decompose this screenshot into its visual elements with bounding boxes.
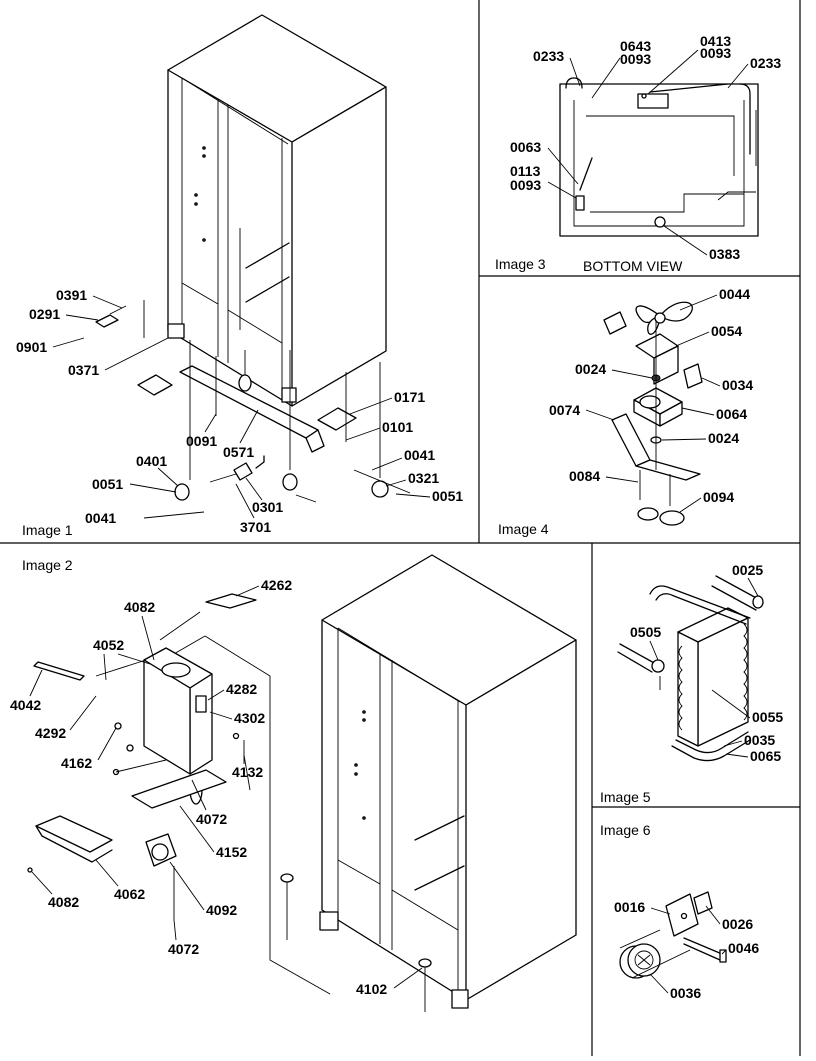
image2-title: Image 2 [22,557,73,573]
part-label: 0233 [533,48,564,64]
panel-titles: Image 1 Image 2 Image 3 BOTTOM VIEW Imag… [22,256,683,838]
part-label: 0055 [752,709,783,725]
image5-title: Image 5 [600,789,651,805]
part-label: 4282 [226,681,257,697]
part-label: 0643 [620,38,651,54]
part-label: 0051 [92,476,123,492]
part-label: 0034 [722,377,753,393]
image6-title: Image 6 [600,822,651,838]
part-label: 0094 [703,489,734,505]
image5-drawing [617,575,764,762]
part-label: 0401 [136,453,167,469]
part-label: 0901 [16,339,47,355]
part-label: 4072 [196,811,227,827]
part-label: 4072 [168,941,199,957]
part-label: 4052 [93,637,124,653]
part-label: 0093 [700,45,731,61]
image1-drawing [95,14,411,503]
part-label: 0371 [68,362,99,378]
image3-labels: 0233 0643 0093 0413 0093 0233 0063 0113 … [510,33,781,262]
image3-drawing [559,77,759,237]
part-label: 0391 [56,287,87,303]
part-label: 0064 [716,406,747,422]
part-label: 4302 [234,710,265,726]
part-label: 0041 [404,447,435,463]
part-label: 4042 [10,697,41,713]
part-label: 0233 [750,55,781,71]
part-label: 0505 [630,624,661,640]
part-label: 0571 [223,444,254,460]
part-label: 0024 [575,361,606,377]
part-label: 4082 [124,599,155,615]
part-label: 0301 [252,499,283,515]
image2-drawing [27,554,577,1012]
part-label: 0291 [29,306,60,322]
part-label: 4082 [48,894,79,910]
part-label: 0413 [700,33,731,49]
part-label: 0101 [382,419,413,435]
part-label: 0051 [432,488,463,504]
part-label: 0321 [408,470,439,486]
part-label: 0063 [510,139,541,155]
part-label: 4292 [35,725,66,741]
part-label: 0046 [728,940,759,956]
part-label: 0026 [722,916,753,932]
part-label: 4162 [61,755,92,771]
part-label: 4092 [206,902,237,918]
image2-labels: 4262 4082 4052 4042 4282 4302 4292 4162 … [10,577,423,997]
image6-drawing [619,891,727,979]
part-label: 0041 [85,510,116,526]
part-label: 0093 [510,177,541,193]
part-label: 0054 [711,323,742,339]
image4-labels: 0044 0054 0024 0034 0074 0064 0024 0084 … [549,286,753,513]
part-label: 0084 [569,468,600,484]
part-label: 0025 [732,562,763,578]
part-label: 0113 [510,163,541,179]
part-label: 0016 [614,899,645,915]
panel-frames [0,0,801,1056]
image1-labels: 0391 0291 0901 0371 0091 0571 0171 0101 … [16,287,463,535]
image6-labels: 0016 0026 0046 0036 [614,899,759,1001]
part-label: 0035 [744,732,775,748]
part-label: 4262 [261,577,292,593]
part-label: 0065 [750,748,781,764]
part-label: 0044 [719,286,750,302]
image5-labels: 0025 0505 0055 0035 0065 [630,562,783,764]
part-label: 4062 [114,886,145,902]
image1-title: Image 1 [22,522,73,538]
part-label: 0093 [620,51,651,67]
part-label: 3701 [240,519,271,535]
part-label: 4102 [356,981,387,997]
image3-title: Image 3 [495,256,546,272]
part-label: 0383 [709,246,740,262]
image3-subtitle: BOTTOM VIEW [583,258,683,274]
image4-drawing [603,301,703,526]
part-label: 0036 [670,985,701,1001]
part-label: 0091 [186,433,217,449]
part-label: 0024 [708,430,739,446]
part-label: 0074 [549,402,580,418]
image4-title: Image 4 [498,521,549,537]
part-label: 4132 [232,764,263,780]
part-label: 4152 [216,844,247,860]
part-label: 0171 [394,389,425,405]
